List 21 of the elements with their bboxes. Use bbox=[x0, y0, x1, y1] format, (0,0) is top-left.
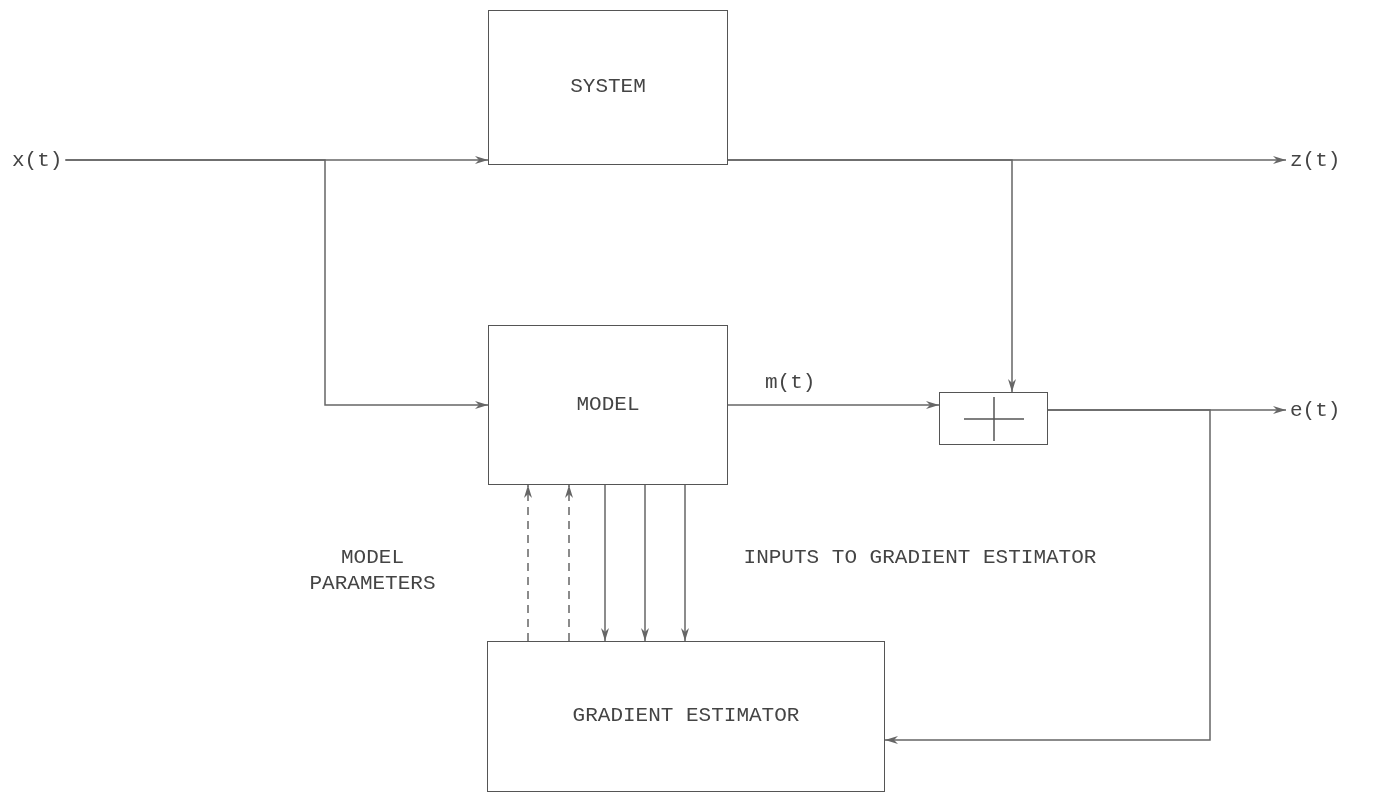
process-box bbox=[488, 325, 728, 485]
box-label: SYSTEM bbox=[569, 74, 647, 101]
signal-label: e(t) bbox=[1290, 395, 1360, 425]
arrow bbox=[601, 484, 609, 642]
annotation-label: MODEL PARAMETERS bbox=[308, 545, 437, 598]
signal-label: z(t) bbox=[1290, 145, 1360, 175]
annotation-label: INPUTS TO GRADIENT ESTIMATOR bbox=[742, 545, 1098, 571]
arrow bbox=[64, 159, 489, 409]
arrow bbox=[524, 484, 532, 642]
arrow bbox=[884, 409, 1211, 744]
box-label: GRADIENT ESTIMATOR bbox=[571, 703, 801, 730]
box-label: MODEL bbox=[575, 391, 641, 418]
process-box bbox=[488, 10, 728, 165]
arrow bbox=[727, 401, 940, 409]
arrow bbox=[727, 159, 1016, 393]
summing-junction bbox=[939, 392, 1048, 445]
arrow bbox=[565, 484, 573, 642]
signal-label: x(t) bbox=[12, 145, 82, 175]
process-box bbox=[487, 641, 885, 792]
arrow bbox=[681, 484, 689, 642]
arrow bbox=[641, 484, 649, 642]
